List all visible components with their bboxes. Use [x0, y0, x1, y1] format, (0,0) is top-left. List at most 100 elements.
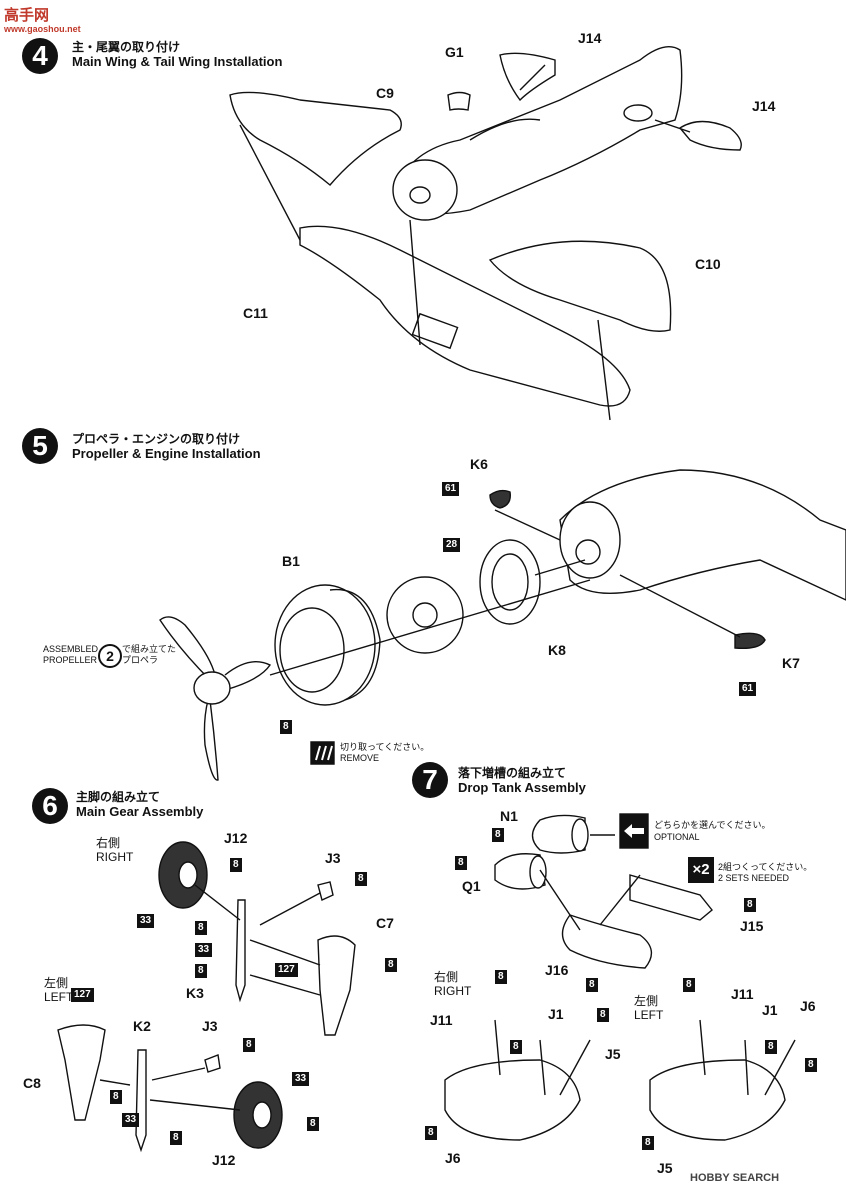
propeller-drawing: [159, 616, 272, 781]
assembled-propeller-jp: で組み立てたプロペラ: [122, 644, 177, 665]
sets-note-jp: 2組つくってください。: [718, 862, 813, 872]
paint-code-badge: 28: [443, 538, 461, 552]
paint-code-badge: 8: [744, 898, 756, 912]
paint-code-badge: 8: [243, 1038, 255, 1052]
sets-note-en: 2 SETS NEEDED: [718, 873, 790, 883]
part-label-n1: N1: [500, 808, 518, 824]
fuselage-drawing: [392, 46, 683, 221]
step7-title-en: Drop Tank Assembly: [458, 780, 586, 795]
sets-multiplier-badge: ×2: [688, 857, 714, 883]
part-label-k6: K6: [470, 456, 488, 472]
part-label-j11: J11: [731, 986, 754, 1002]
part-label-c11: C11: [243, 305, 268, 321]
step5-title-en: Propeller & Engine Installation: [72, 446, 261, 461]
step-number-4: 4: [22, 38, 58, 74]
paint-code-badge: 33: [122, 1113, 140, 1127]
part-label-j1: J1: [762, 1002, 778, 1018]
part-label-g1: G1: [445, 44, 464, 60]
paint-code-badge: 8: [683, 978, 695, 992]
part-label-k8: K8: [548, 642, 566, 658]
step-number-5: 5: [22, 428, 58, 464]
wheel-left-drawing: [233, 1081, 283, 1149]
paint-code-badge: 8: [510, 1040, 522, 1054]
step4-title-en: Main Wing & Tail Wing Installation: [72, 54, 283, 69]
paint-code-badge: 8: [170, 1131, 182, 1145]
part-label-b1: B1: [282, 553, 300, 569]
paint-code-badge: 8: [805, 1058, 817, 1072]
wing-c10-drawing: [488, 240, 672, 332]
paint-code-badge: 33: [137, 914, 155, 928]
part-label-j12: J12: [212, 1152, 236, 1168]
part-label-j5: J5: [657, 1160, 673, 1176]
part-label-k2: K2: [133, 1018, 151, 1034]
part-label-c8: C8: [23, 1075, 41, 1091]
part-label-j16: J16: [545, 962, 569, 978]
tank-right-drawing: [444, 1059, 581, 1141]
paint-code-badge: 33: [292, 1072, 310, 1086]
part-label-c9: C9: [376, 85, 394, 101]
paint-code-badge: 8: [355, 872, 367, 886]
part-label-k3: K3: [186, 985, 204, 1001]
part-label-c7: C7: [376, 915, 394, 931]
optional-note-jp: どちらかを選んでください。: [654, 820, 771, 830]
step-number-7: 7: [412, 762, 448, 798]
paint-code-badge: 8: [280, 720, 292, 734]
ring-k8-drawing: [479, 539, 541, 625]
part-label-k7: K7: [782, 655, 800, 671]
step7-title-jp: 落下増槽の組み立て: [458, 766, 567, 780]
paint-code-badge: 8: [586, 978, 598, 992]
step6-title-en: Main Gear Assembly: [76, 804, 204, 819]
rack-j15-drawing: [629, 874, 713, 921]
paint-code-badge: 8: [195, 921, 207, 935]
paint-code-badge: 8: [455, 856, 467, 870]
part-label-j14: J14: [578, 30, 602, 46]
part-label-c10: C10: [695, 256, 721, 272]
part-label-j3: J3: [202, 1018, 218, 1034]
cowling-b1-drawing: [274, 584, 381, 706]
paint-code-badge: 8: [307, 1117, 319, 1131]
wheel-right-drawing: [158, 841, 208, 909]
watermark-url: www.gaoshou.net: [4, 24, 81, 34]
paint-code-badge: 61: [739, 682, 757, 696]
part-label-j15: J15: [740, 918, 764, 934]
step4-title-jp: 主・尾翼の取り付け: [72, 40, 181, 54]
paint-code-badge: 8: [495, 970, 507, 984]
paint-code-badge: 8: [110, 1090, 122, 1104]
remove-icon: [310, 741, 335, 765]
paint-code-badge: 61: [442, 482, 460, 496]
paint-code-badge: 8: [765, 1040, 777, 1054]
wing-c9-drawing: [229, 91, 402, 186]
paint-code-badge: 8: [230, 858, 242, 872]
remove-note-jp: 切り取ってください。: [340, 742, 430, 752]
tank-left-drawing: [649, 1059, 786, 1141]
part-label-j11: J11: [430, 1012, 453, 1028]
optional-arrow-icon: [619, 813, 649, 849]
fuselage-front-drawing: [559, 469, 846, 601]
wing-c11-drawing: [299, 225, 631, 407]
step-ref-badge: 2: [98, 644, 122, 668]
paint-code-badge: 33: [195, 943, 213, 957]
tank-q1-drawing: [494, 853, 547, 890]
part-label-q1: Q1: [462, 878, 481, 894]
part-label-j1: J1: [548, 1006, 564, 1022]
paint-code-badge: 8: [425, 1126, 437, 1140]
part-label-j14: J14: [752, 98, 776, 114]
paint-code-badge: 8: [195, 964, 207, 978]
remove-note-en: REMOVE: [340, 753, 380, 763]
tank-j16-drawing: [561, 914, 653, 969]
watermark-logo: 高手网: [4, 7, 50, 24]
paint-code-badge: 8: [597, 1008, 609, 1022]
optional-note-en: OPTIONAL: [654, 832, 700, 842]
part-label-j3: J3: [325, 850, 341, 866]
paint-code-badge: 127: [275, 963, 298, 977]
paint-code-badge: 8: [642, 1136, 654, 1150]
hobbysearch-logo: HOBBY SEARCH: [690, 1172, 780, 1184]
part-label-j5: J5: [605, 1046, 621, 1062]
paint-code-badge: 8: [492, 828, 504, 842]
